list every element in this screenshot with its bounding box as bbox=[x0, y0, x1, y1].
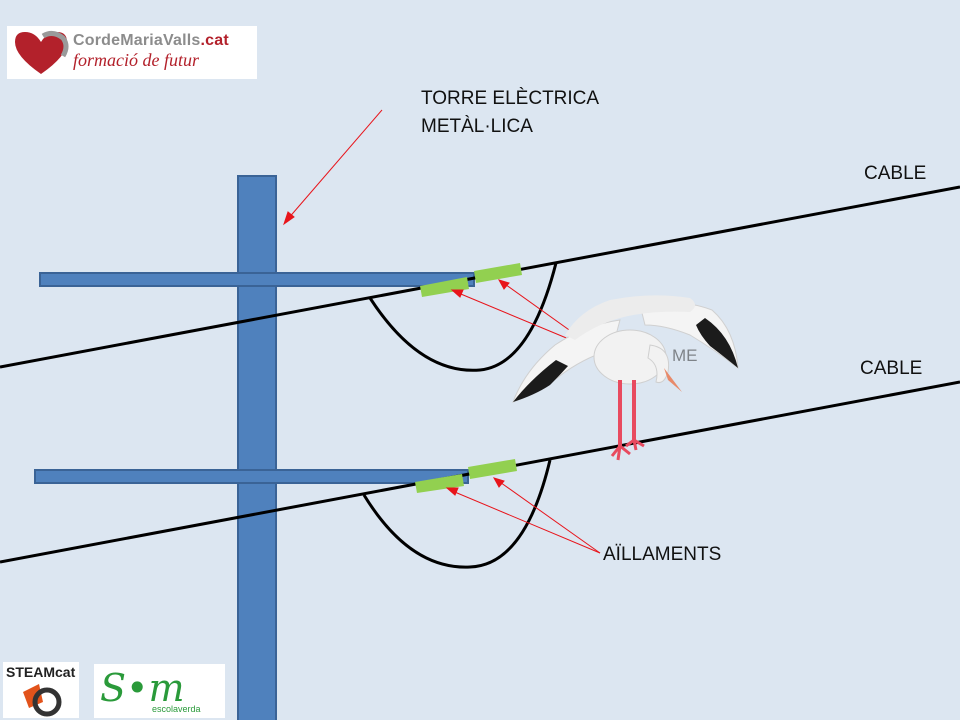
cable-label-bottom: CABLE bbox=[860, 358, 923, 379]
logo-brand: CordeMariaValls.cat bbox=[73, 32, 229, 50]
steamcat-text: STEAMcat bbox=[6, 664, 76, 680]
logo-brand-name: CordeMariaValls bbox=[73, 32, 201, 49]
insulator-top-1 bbox=[420, 277, 469, 297]
hidden-label-fragment: ME bbox=[672, 346, 698, 365]
tower-label-line2: METÀL·LICA bbox=[421, 116, 533, 137]
logo-tagline: formació de futur bbox=[73, 50, 199, 70]
arrowhead-ins-top-2 bbox=[497, 279, 510, 290]
tower-crossarm-top bbox=[39, 272, 475, 287]
logo-brand-tld: .cat bbox=[200, 32, 229, 49]
tower-pole bbox=[237, 175, 277, 720]
tower-label: TORRE ELÈCTRICA METÀL·LICA bbox=[421, 85, 599, 141]
insulators-label: AÏLLAMENTS bbox=[603, 544, 722, 565]
arrowhead-ins-bottom-1 bbox=[445, 487, 459, 496]
som-subtitle: escolaverda bbox=[152, 704, 201, 714]
cable-label-top: CABLE bbox=[864, 163, 927, 184]
insulator-top-2 bbox=[474, 263, 522, 283]
jumper-bottom bbox=[362, 459, 552, 569]
insulator-bottom-2 bbox=[468, 459, 517, 479]
arrow-ins-bottom-2 bbox=[496, 479, 601, 554]
arrowhead-tower bbox=[283, 211, 295, 226]
cordemariavalls-logo: CordeMariaValls.cat formació de futur bbox=[7, 26, 257, 79]
arrow-ins-bottom-1 bbox=[449, 489, 601, 554]
heart-logo-icon bbox=[15, 30, 69, 74]
steamcat-mark-icon bbox=[23, 684, 62, 717]
steamcat-logo: STEAMcat bbox=[3, 662, 79, 718]
arrow-tower bbox=[286, 109, 383, 221]
som-word: S•m bbox=[100, 666, 185, 710]
arrowhead-ins-bottom-2 bbox=[492, 477, 505, 488]
tower-label-line1: TORRE ELÈCTRICA bbox=[421, 88, 600, 109]
tower-crossarm-bottom bbox=[34, 469, 469, 484]
jumper-top bbox=[368, 262, 558, 372]
insulator-bottom-1 bbox=[415, 474, 464, 493]
stork-illustration bbox=[512, 295, 739, 461]
arrowhead-ins-top-1 bbox=[450, 289, 464, 298]
som-escolaverda-logo: S•m escolaverda bbox=[94, 664, 225, 718]
